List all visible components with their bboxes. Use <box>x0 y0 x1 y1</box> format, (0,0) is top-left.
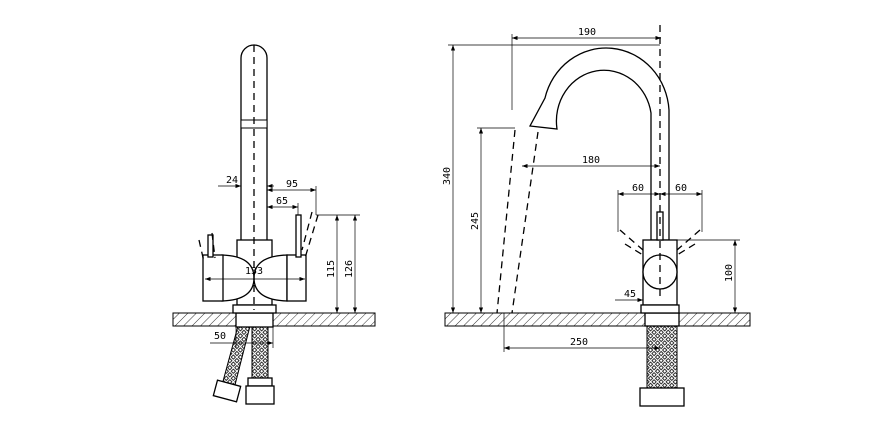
dim-60-right: 60 <box>675 183 687 194</box>
dim-95: 95 <box>286 179 298 190</box>
handle-positions-2 <box>624 243 696 256</box>
shank-side <box>644 312 680 327</box>
front-view: 24 95 65 133 115 126 50 <box>172 44 376 405</box>
hose-side <box>646 325 678 389</box>
dim-340: 340 <box>442 167 453 185</box>
dim-115: 115 <box>326 260 337 278</box>
water-stream <box>496 129 539 314</box>
shank <box>235 312 274 328</box>
dim-180: 180 <box>582 155 600 166</box>
dim-24: 24 <box>226 175 238 186</box>
lever-right <box>295 214 302 258</box>
dim-60-left: 60 <box>632 183 644 194</box>
hose-nut-side <box>639 387 685 407</box>
handle-left <box>202 254 224 302</box>
hose-fitting-right <box>247 377 273 387</box>
dim-190: 190 <box>578 27 596 38</box>
dimensions-front: 24 95 65 133 115 126 50 <box>205 175 360 348</box>
hose-fitting-left <box>212 379 242 403</box>
dim-50: 50 <box>214 331 226 342</box>
dim-100: 100 <box>724 264 735 282</box>
countertop-right <box>444 312 751 327</box>
dim-245: 245 <box>470 212 481 230</box>
countertop-left <box>172 312 376 327</box>
lever-right-alt <box>301 211 319 259</box>
handle-right <box>286 254 307 302</box>
side-view: 190 180 60 60 340 245 100 45 250 <box>442 25 751 407</box>
lever-left-alt <box>198 232 216 263</box>
spout-arc <box>528 47 670 241</box>
base-plate-side <box>640 304 680 314</box>
dim-250: 250 <box>570 337 588 348</box>
dimensions-side: 190 180 60 60 340 245 100 45 250 <box>442 27 740 352</box>
dim-133: 133 <box>245 266 263 277</box>
hose-nut-right <box>245 385 275 405</box>
dim-65: 65 <box>276 196 288 207</box>
hose-right <box>251 325 269 379</box>
dim-126: 126 <box>344 260 355 278</box>
dim-45: 45 <box>624 289 636 300</box>
